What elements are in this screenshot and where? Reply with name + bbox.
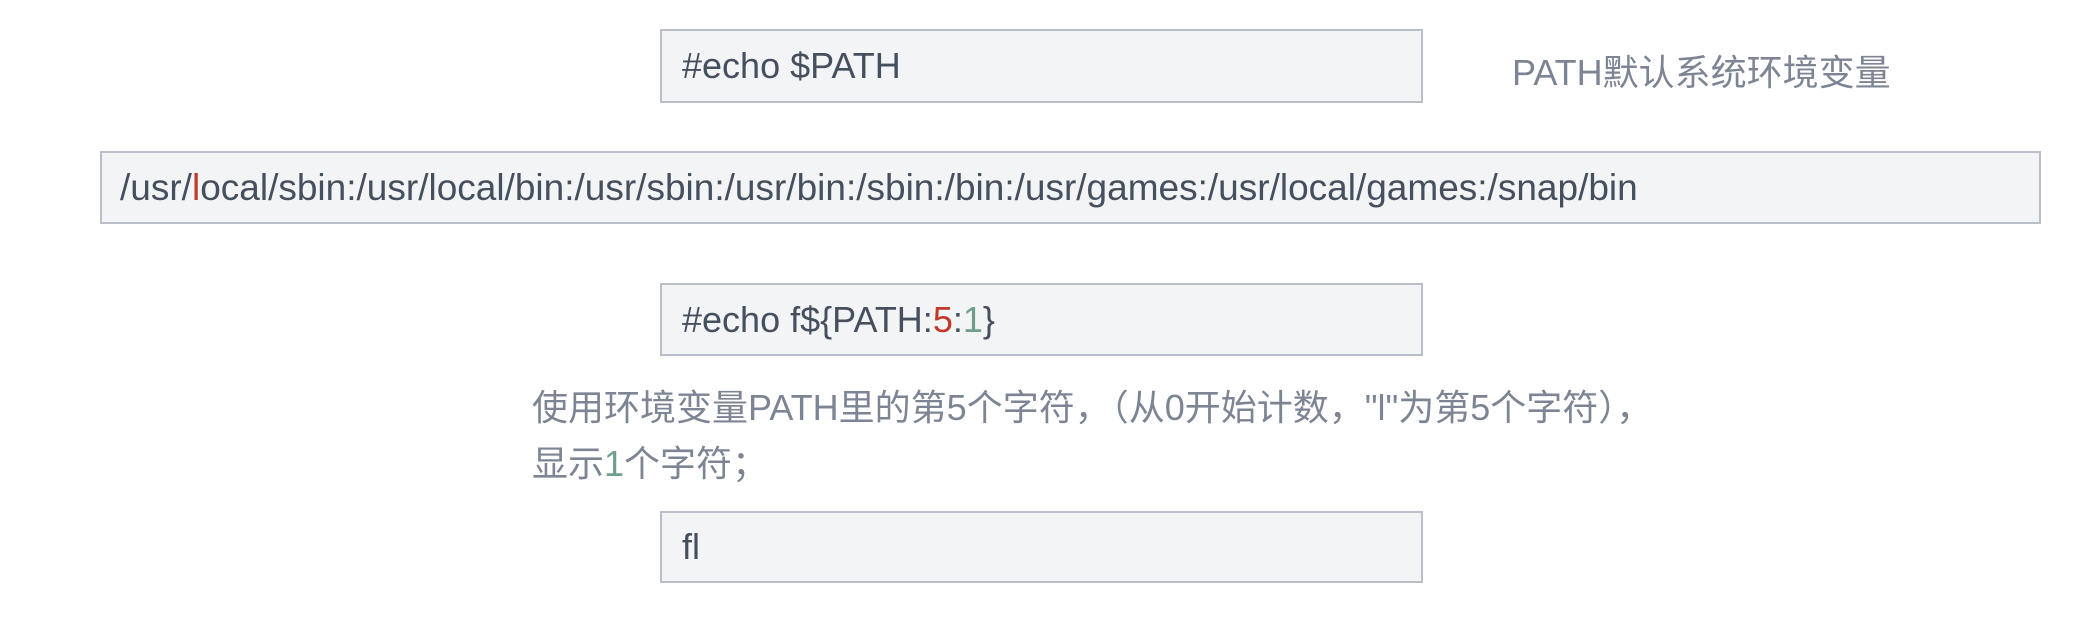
cmd-length: 1	[962, 298, 983, 340]
command-text: #echo $PATH	[682, 45, 901, 86]
description-line-2: 显示1个字符；	[532, 436, 1972, 492]
desc-num: 1	[604, 443, 625, 484]
output-text: fl	[682, 526, 700, 567]
cmd-suffix: }	[982, 298, 995, 340]
desc-prefix: 显示	[532, 443, 605, 484]
description-line-1: 使用环境变量PATH里的第5个字符，（从0开始计数，"l"为第5个字符），	[532, 387, 1653, 428]
desc-suffix: 个字符；	[624, 443, 769, 484]
path-prefix: /usr/	[120, 166, 192, 208]
cmd-offset: 5	[932, 298, 953, 340]
path-suffix: ocal/sbin:/usr/local/bin:/usr/sbin:/usr/…	[200, 166, 1638, 208]
cmd-prefix: #echo f${PATH:	[682, 298, 933, 340]
command-echo-path: #echo $PATH	[660, 29, 1423, 103]
command-output: fl	[660, 511, 1423, 583]
command-echo-substring: #echo f${PATH:5:1}	[660, 283, 1423, 356]
path-note: PATH默认系统环境变量	[1512, 52, 1891, 93]
path-highlight-char: l	[191, 166, 201, 208]
description: 使用环境变量PATH里的第5个字符，（从0开始计数，"l"为第5个字符）， 显示…	[532, 380, 1972, 492]
cmd-sep: :	[952, 298, 963, 340]
